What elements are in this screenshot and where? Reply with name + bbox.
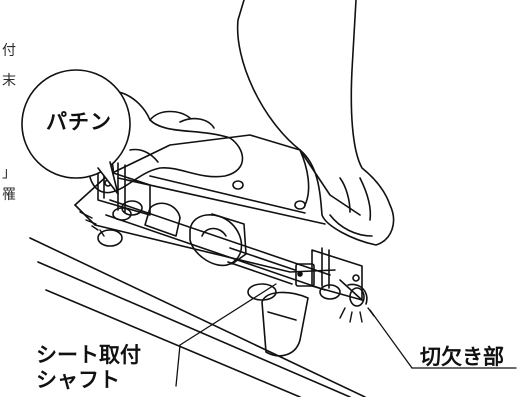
shaft-label-line2: シャフト xyxy=(36,368,120,392)
edge-char-1: 付 xyxy=(2,43,16,59)
edge-char-2: 末 xyxy=(2,73,16,89)
notch-label: 切欠き部 xyxy=(420,345,504,369)
center-wheel xyxy=(189,213,247,267)
edge-char-3: 」 xyxy=(2,165,16,181)
leader-lines xyxy=(175,283,517,387)
right-bracket xyxy=(295,247,368,307)
snap-sound-text: パチン xyxy=(46,110,112,134)
speech-bubble xyxy=(21,69,131,195)
edge-char-4: 罹 xyxy=(2,187,16,203)
right-sparkle xyxy=(339,307,375,323)
base-rails xyxy=(29,237,366,398)
shaft-label-line1: シート取付 xyxy=(36,343,141,367)
frame-body xyxy=(74,134,361,301)
right-hand xyxy=(236,0,395,246)
left-sparkle xyxy=(79,211,105,237)
front-housing xyxy=(261,291,309,357)
